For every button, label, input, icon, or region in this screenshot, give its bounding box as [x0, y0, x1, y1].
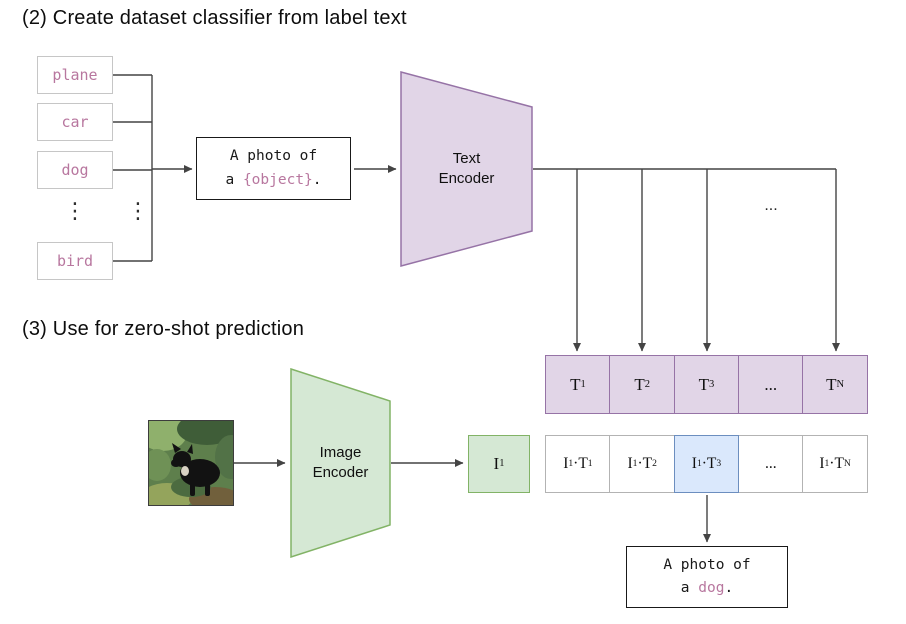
t2-base: T: [634, 374, 645, 394]
text-encoder-label: Text Encoder: [400, 70, 533, 268]
prompt-prefix: a: [225, 171, 243, 188]
prompt-suffix: .: [312, 171, 322, 188]
t1-base: T: [570, 374, 581, 394]
prediction-prefix: a: [680, 580, 699, 596]
image-encoder-shape: [290, 368, 391, 558]
image-encoder: Image Encoder: [290, 368, 391, 558]
prompt-template-box: A photo of a {object}.: [196, 137, 351, 200]
text-encoder-arrows: [354, 165, 840, 352]
prediction-line2: a dog.: [681, 577, 733, 600]
label-box-plane: plane: [37, 56, 113, 94]
tdots: ...: [764, 374, 778, 394]
prompt-line2: a {object}.: [225, 169, 321, 192]
prediction-line1: A photo of: [663, 556, 751, 573]
embedding-cell-dots: ...: [737, 355, 804, 414]
image-encoder-label-line2: Encoder: [312, 464, 369, 481]
text-encoder-label-line2: Encoder: [438, 170, 495, 187]
object-placeholder: {object}: [242, 171, 313, 188]
section2-title: (2) Create dataset classifier from label…: [22, 7, 407, 29]
prediction-box: A photo of a dog.: [626, 546, 788, 608]
section3-title: (3) Use for zero-shot prediction: [22, 318, 305, 340]
connector-ellipsis: ⋮: [127, 199, 149, 224]
label-bus-lines: [113, 74, 193, 262]
prompt-line1: A photo of: [229, 148, 318, 165]
text-encoder-label-line1: Text: [452, 149, 481, 167]
image-encoder-arrows: [234, 459, 711, 543]
labels-ellipsis: ⋮: [64, 199, 86, 224]
image-encoder-label: Image Encoder: [290, 368, 391, 558]
image-encoder-label-line1: Image: [319, 443, 362, 461]
label-box-car: car: [37, 103, 113, 141]
dog-photo-art: [149, 421, 233, 505]
arrow-drops-ellipsis: ...: [764, 197, 778, 214]
text-encoder: Text Encoder: [400, 70, 533, 268]
score-cell-dots: ...: [737, 435, 804, 493]
label-box-bird: bird: [37, 242, 113, 280]
t3-base: T: [698, 374, 710, 394]
tn-base: T: [826, 374, 837, 394]
predicted-object: dog: [698, 580, 725, 596]
i1-base: I: [493, 454, 500, 473]
prediction-suffix: .: [724, 580, 734, 596]
dog-photo: [148, 420, 234, 506]
text-encoder-shape: [400, 71, 533, 267]
label-box-dog: dog: [37, 151, 113, 189]
